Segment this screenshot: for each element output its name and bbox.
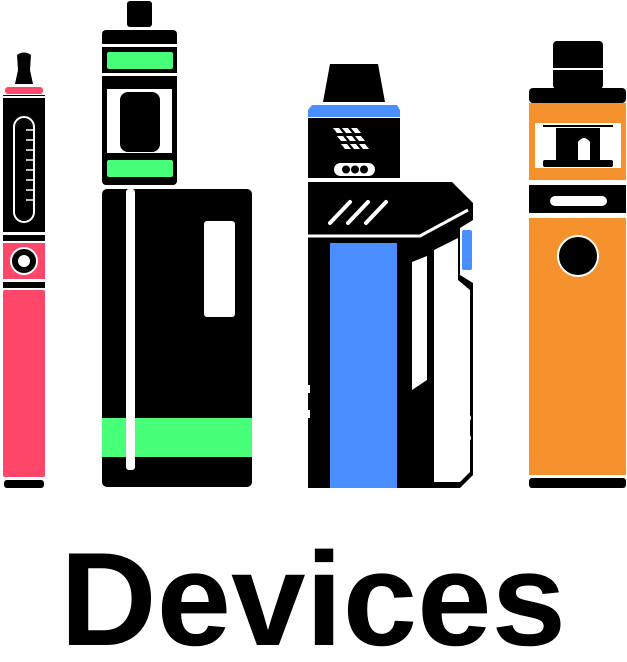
page-title: Devices: [60, 526, 566, 662]
box-mod-tank-icon: [102, 1, 252, 487]
vape-pen-icon: [3, 52, 45, 488]
box-mod-blue-icon: [305, 64, 473, 488]
pod-mod-orange-icon: [529, 41, 626, 488]
